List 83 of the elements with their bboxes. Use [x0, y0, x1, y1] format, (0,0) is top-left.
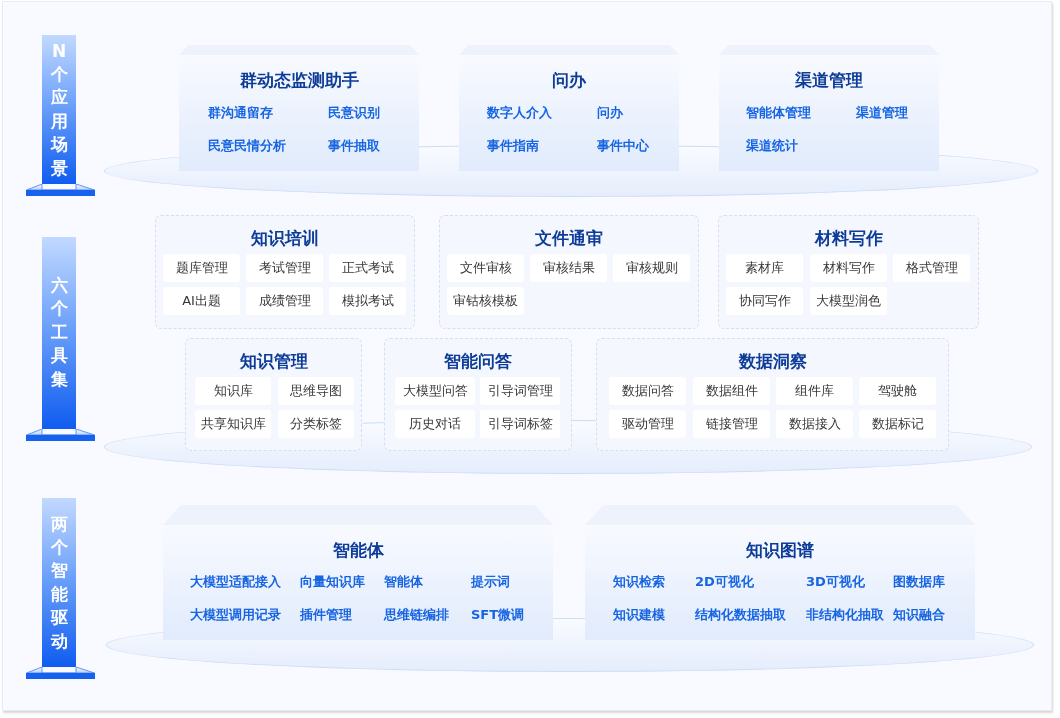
- feature-label: 3D可视化: [806, 573, 865, 591]
- feature-label: 数字人介入: [487, 104, 552, 122]
- feature-tag: 数据问答: [609, 377, 686, 405]
- module-panel: [585, 505, 975, 640]
- module-title: 知识图谱: [746, 540, 814, 560]
- module-title: 群动态监测助手: [239, 70, 359, 90]
- toolset-card: [185, 338, 362, 451]
- feature-label: 事件抽取: [328, 137, 380, 155]
- feature-tag: 文件审核: [447, 254, 524, 282]
- feature-tag: 链接管理: [693, 410, 770, 438]
- feature-label: 结构化数据抽取: [695, 606, 786, 624]
- feature-tag: 考试管理: [246, 254, 323, 282]
- toolset-title: 文件通审: [535, 228, 603, 248]
- feature-label: 渠道管理: [856, 104, 908, 122]
- feature-label: 插件管理: [300, 606, 352, 624]
- feature-label: 智能体管理: [746, 104, 811, 122]
- feature-tag: 协同写作: [726, 287, 803, 315]
- toolset-card: [155, 215, 415, 329]
- feature-label: 事件中心: [597, 137, 649, 155]
- feature-label: 群沟通留存: [208, 104, 273, 122]
- feature-label: 民意民情分析: [208, 137, 286, 155]
- feature-label: 图数据库: [893, 573, 945, 591]
- module-panel: [163, 505, 553, 640]
- feature-tag: AI出题: [163, 287, 240, 315]
- feature-tag: 引导词标签: [480, 410, 560, 438]
- feature-tag: 材料写作: [810, 254, 887, 282]
- toolset-card: [596, 338, 949, 451]
- toolset-title: 知识培训: [251, 228, 319, 248]
- feature-tag: 大模型问答: [395, 377, 475, 405]
- pillar-title: 两个智能驱动: [50, 512, 68, 653]
- toolset-title: 智能问答: [444, 351, 512, 371]
- feature-label: 向量知识库: [300, 573, 365, 591]
- toolset-card: [439, 215, 699, 329]
- toolset-title: 数据洞察: [738, 351, 807, 371]
- feature-label: 知识检索: [613, 573, 665, 591]
- feature-label: 提示词: [471, 573, 510, 591]
- feature-tag: 审核规则: [613, 254, 690, 282]
- feature-tag: 思维导图: [278, 377, 354, 405]
- feature-label: 思维链编排: [384, 606, 449, 624]
- feature-tag: 大模型润色: [810, 287, 887, 315]
- feature-label: 大模型调用记录: [190, 606, 281, 624]
- feature-tag: 共享知识库: [195, 410, 271, 438]
- toolset-card: [718, 215, 979, 329]
- feature-tag: 成绩管理: [246, 287, 323, 315]
- feature-tag: 知识库: [195, 377, 271, 405]
- feature-tag: 驱动管理: [609, 410, 686, 438]
- feature-label: 渠道统计: [746, 137, 798, 155]
- feature-tag: 组件库: [776, 377, 853, 405]
- feature-label: 知识建模: [613, 606, 665, 624]
- module-title: 渠道管理: [795, 70, 863, 90]
- feature-label: SFT微调: [471, 606, 525, 624]
- feature-tag: 数据标记: [859, 410, 936, 438]
- module-title: 问办: [552, 70, 586, 90]
- feature-label: 2D可视化: [695, 573, 754, 591]
- feature-label: 问办: [597, 104, 623, 122]
- pillar-title: 六个工具集: [50, 274, 68, 392]
- feature-label: 事件指南: [487, 137, 539, 155]
- feature-label: 智能体: [384, 573, 423, 591]
- feature-tag: 引导词管理: [480, 377, 560, 405]
- feature-tag: 题库管理: [163, 254, 240, 282]
- feature-tag: 数据接入: [776, 410, 853, 438]
- feature-tag: 模拟考试: [329, 287, 406, 315]
- module-title: 智能体: [332, 540, 384, 560]
- feature-tag: 驾驶舱: [859, 377, 936, 405]
- feature-tag: 历史对话: [395, 410, 475, 438]
- toolset-card: [384, 338, 572, 451]
- feature-tag: 素材库: [726, 254, 803, 282]
- feature-label: 非结构化抽取: [806, 606, 884, 624]
- module-panel: [179, 45, 419, 171]
- feature-label: 民意识别: [328, 104, 380, 122]
- toolset-title: 材料写作: [814, 228, 883, 248]
- feature-tag: 审核结果: [530, 254, 607, 282]
- pillar-title: N个应用场景: [50, 39, 68, 180]
- feature-tag: 分类标签: [278, 410, 354, 438]
- feature-tag: 审钴核模板: [447, 287, 524, 315]
- feature-label: 知识融合: [893, 606, 945, 624]
- feature-tag: 数据组件: [693, 377, 770, 405]
- toolset-title: 知识管理: [239, 351, 308, 371]
- feature-tag: 正式考试: [329, 254, 406, 282]
- module-panel: [719, 45, 939, 171]
- module-panel: [459, 45, 679, 171]
- feature-label: 大模型适配接入: [190, 573, 281, 591]
- feature-tag: 格式管理: [893, 254, 970, 282]
